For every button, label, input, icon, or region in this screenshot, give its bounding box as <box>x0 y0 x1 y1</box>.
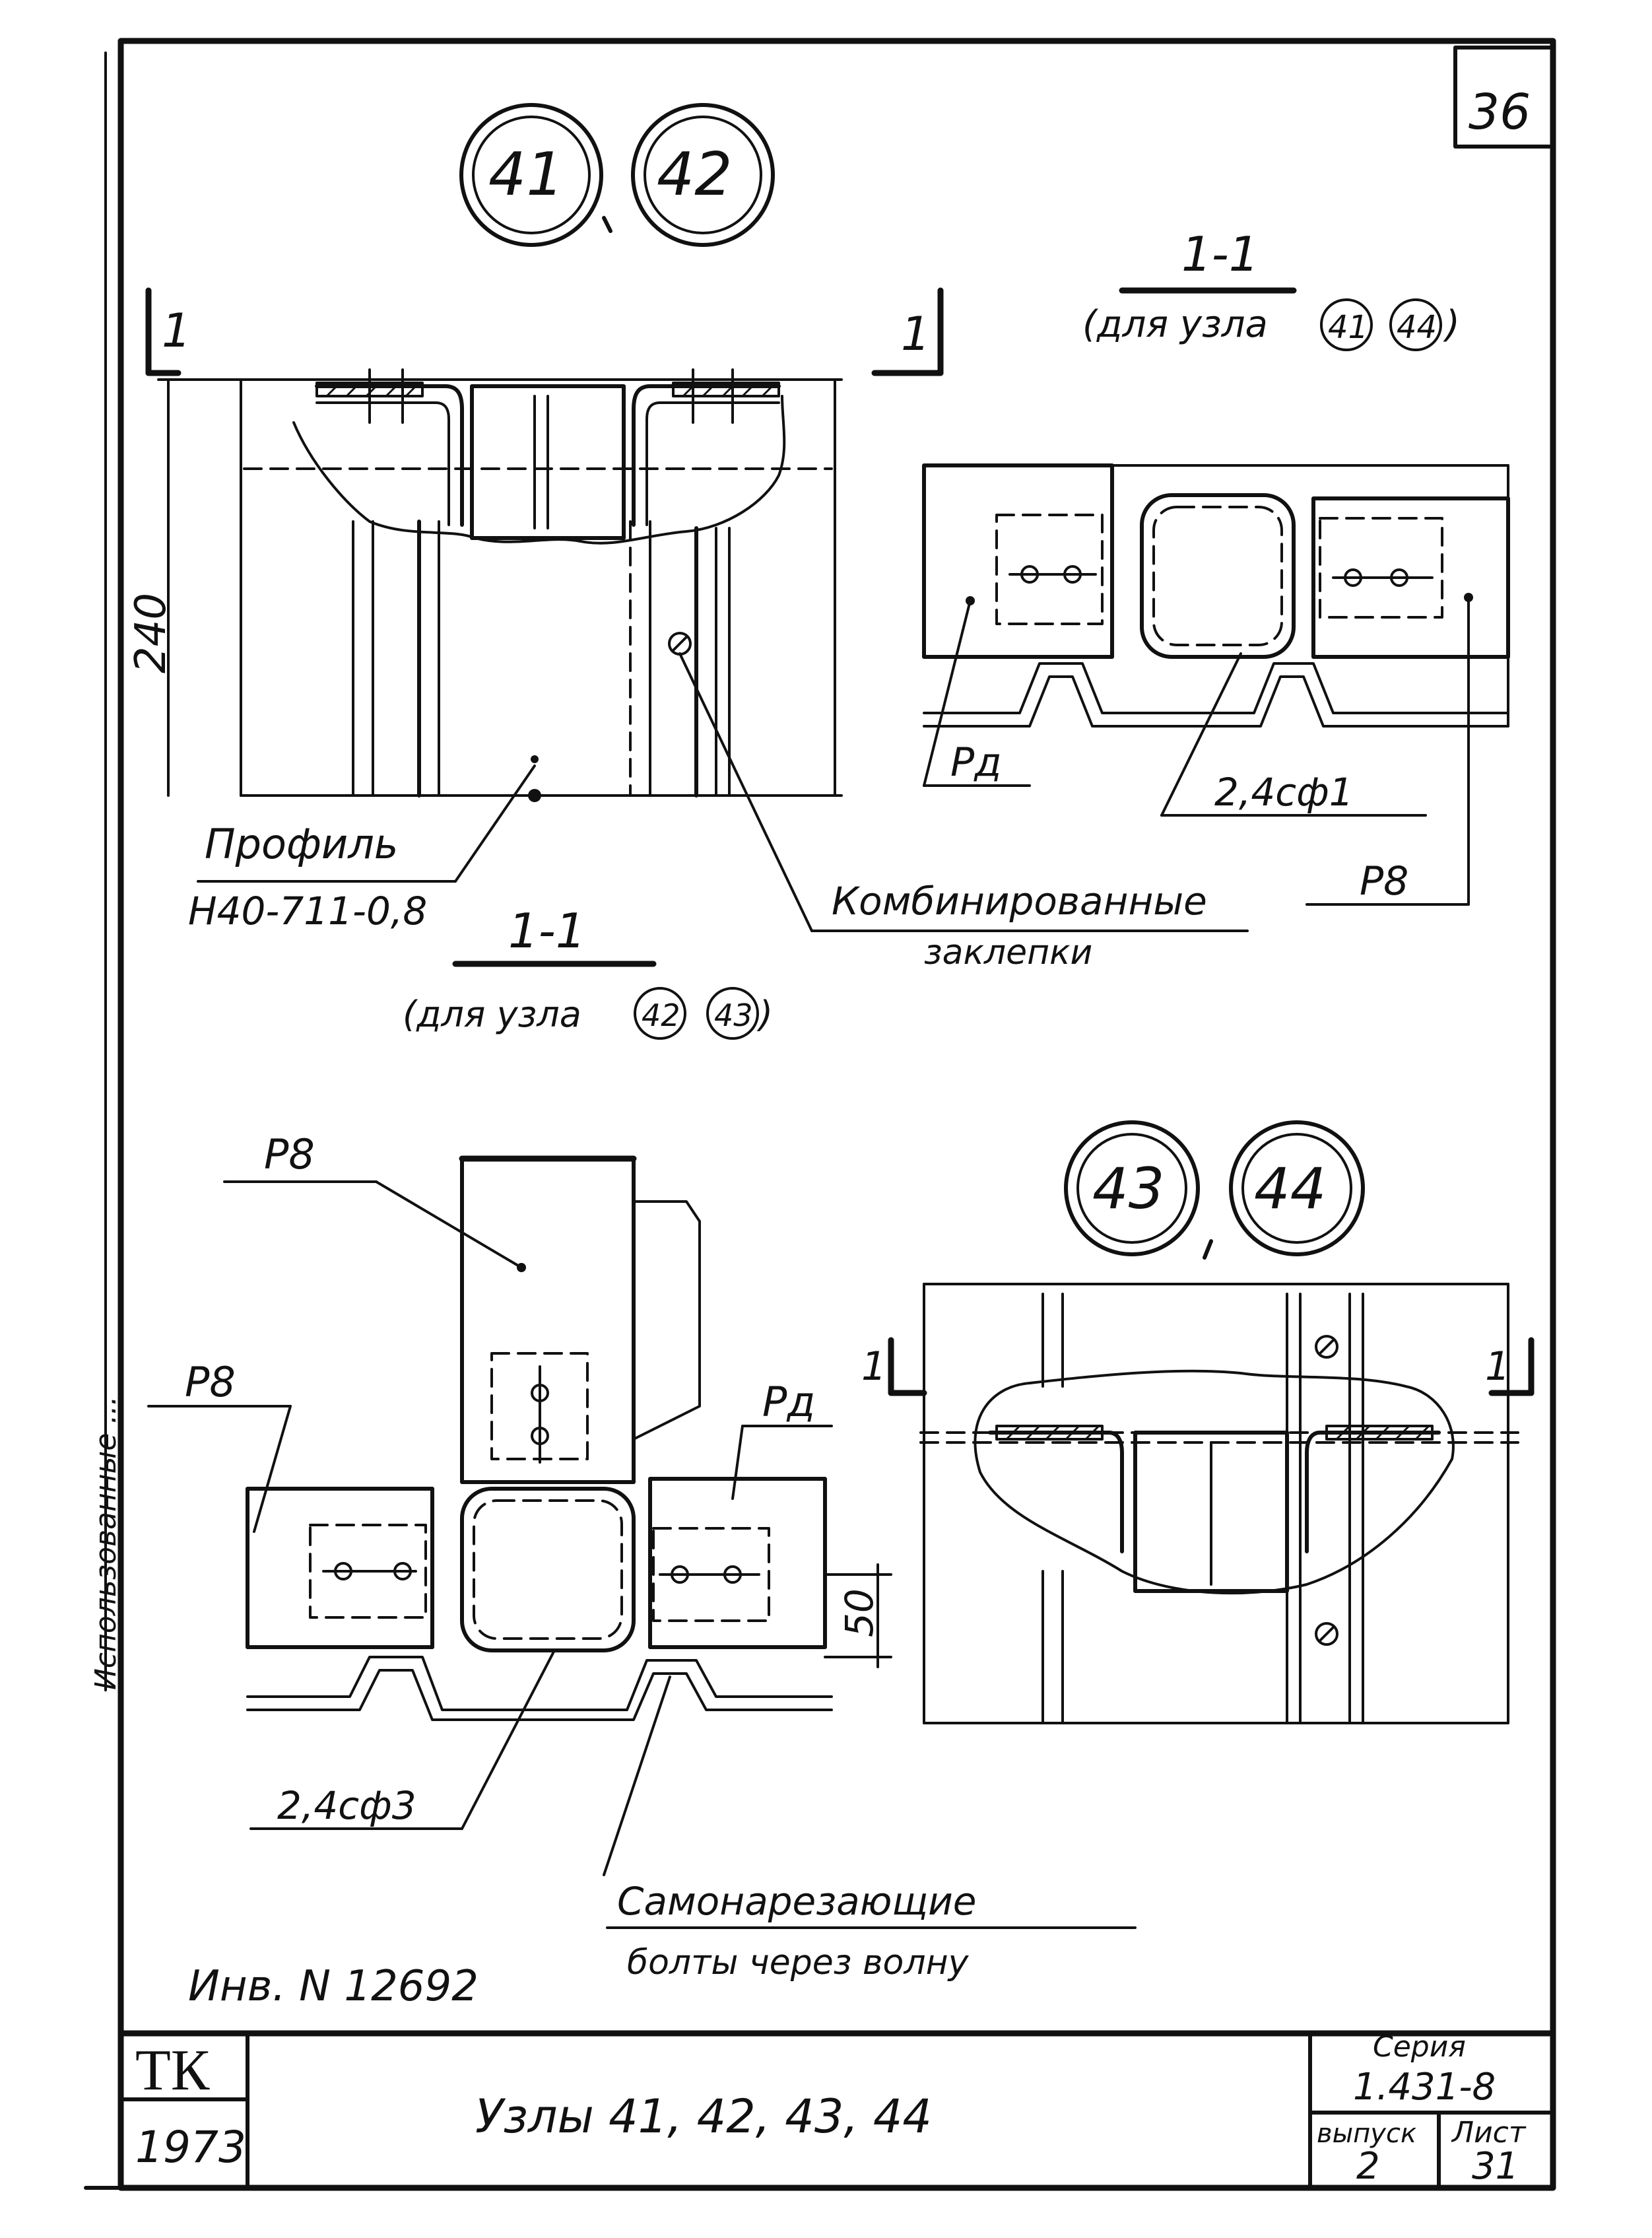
section-mark-label: 1 <box>162 304 191 358</box>
sheet-corner-number: 36 <box>1469 84 1531 141</box>
section-a-label-weld: 2,4сф1 <box>1214 770 1354 815</box>
section-b-node-42: 42 <box>642 998 680 1033</box>
section-b-subtitle-suffix: ) <box>756 994 773 1035</box>
section-mark-label-right: 1 <box>901 307 931 361</box>
title-block-year: 1973 <box>135 2122 246 2173</box>
title-block-series-value: 1.431-8 <box>1353 2066 1496 2109</box>
profile-code: Н40-711-0,8 <box>188 889 427 933</box>
plan-43-section-mark-right: 1 <box>1485 1343 1510 1390</box>
section-a-label-p8: Р8 <box>1360 858 1408 904</box>
section-b-title: 1-1 (для узла 42 43 ) <box>403 903 773 1040</box>
profile-callout: Профиль Н40-711-0,8 <box>188 764 536 933</box>
node-markers-top: 41 42 <box>459 103 775 247</box>
dim-240: 240 <box>127 593 176 673</box>
sheet-corner-box: 36 <box>1453 46 1555 149</box>
title-block: ТК 1973 Узлы 41, 42, 43, 44 Серия 1.431-… <box>117 2030 1556 2190</box>
bolts-note: Самонарезающие болты через волну <box>606 1879 1137 1983</box>
title-block-sheet-label: Лист <box>1451 2116 1527 2150</box>
section-a-title-text: 1-1 <box>1181 226 1259 282</box>
section-b-subtitle-prefix: (для узла <box>403 994 581 1035</box>
node-marker-43: 43 <box>1092 1156 1164 1222</box>
title-block-issue-value: 2 <box>1356 2145 1380 2188</box>
node-markers-bottom: 43 44 <box>1064 1120 1365 1260</box>
section-a-drawing: Рд 2,4сф1 Р8 <box>922 463 1510 906</box>
plan-view-41-42: 240 <box>127 368 843 802</box>
sheet-frame <box>84 38 1556 2191</box>
section-mark-left-top: 1 <box>145 287 191 376</box>
section-b-label-pd: Рд <box>762 1378 815 1426</box>
section-b-drawing: 50 Р8 Р8 Рд 2,4сф3 <box>147 1130 892 1876</box>
bolts-note-line1: Самонарезающие <box>617 1879 976 1924</box>
node-marker-41: 41 <box>488 140 564 209</box>
node-marker-42: 42 <box>657 140 733 209</box>
rivets-callout: Комбинированные заклепки <box>678 652 1249 972</box>
plan-view-43-44: 1 1 <box>861 1283 1535 1724</box>
inventory-number: Инв. N 12692 <box>188 1962 479 2011</box>
rivets-label-line1: Комбинированные <box>832 879 1207 924</box>
section-b-dim-50: 50 <box>837 1588 882 1637</box>
title-block-sheet-value: 31 <box>1472 2145 1519 2188</box>
section-a-node-41: 41 <box>1328 309 1368 346</box>
section-a-subtitle-prefix: (для узла <box>1082 303 1268 346</box>
node-marker-44: 44 <box>1254 1156 1326 1222</box>
section-b-label-p8-left: Р8 <box>185 1358 236 1406</box>
section-b-node-43: 43 <box>714 998 753 1033</box>
section-b-label-p8-top: Р8 <box>264 1130 315 1178</box>
profile-label: Профиль <box>205 820 398 868</box>
title-block-series-label: Серия <box>1373 2030 1466 2064</box>
title-block-title: Узлы 41, 42, 43, 44 <box>475 2089 932 2144</box>
bolts-note-line2: болты через волну <box>627 1943 970 1983</box>
section-b-title-text: 1-1 <box>508 903 586 959</box>
side-stamp-text: Использованные ... <box>89 1396 123 1690</box>
section-a-subtitle-suffix: ) <box>1443 303 1460 346</box>
section-b-label-weld: 2,4сф3 <box>277 1783 416 1828</box>
section-a-label-pd: Рд <box>950 739 1002 786</box>
section-mark-right-top: 1 <box>871 287 944 376</box>
section-a-node-44: 44 <box>1397 309 1437 346</box>
side-stamp: Использованные ... <box>89 989 123 1691</box>
title-block-issue-label: выпуск <box>1317 2119 1416 2149</box>
rivets-label-line2: заклепки <box>924 933 1092 972</box>
section-a-title: 1-1 (для узла 41 44 ) <box>1082 226 1460 351</box>
title-block-org: ТК <box>135 2039 210 2103</box>
plan-43-section-mark-left: 1 <box>861 1343 886 1390</box>
